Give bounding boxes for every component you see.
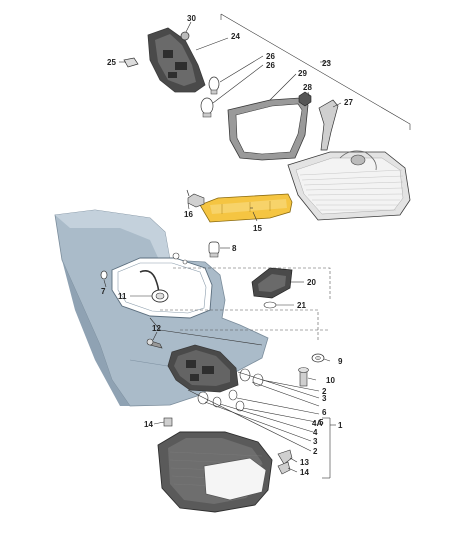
callout-3-a: 3 xyxy=(322,394,327,403)
nut-and-bracket xyxy=(298,91,339,151)
callout-14-a: 14 xyxy=(144,420,153,429)
lamp-20 xyxy=(251,267,293,309)
leader-lines xyxy=(103,21,342,473)
screw-12 xyxy=(146,338,163,349)
highlighted-lamp-part xyxy=(186,189,293,223)
callout-9: 9 xyxy=(338,357,343,366)
inner-lamp-gasket xyxy=(227,97,309,161)
clips-13-14 xyxy=(163,417,293,475)
group-lines xyxy=(160,13,411,479)
callout-4: 4 xyxy=(313,428,318,437)
callout-14-b: 14 xyxy=(300,468,309,477)
callout-5: 5 xyxy=(319,418,324,427)
callout-26-a: 26 xyxy=(266,52,275,61)
callout-12: 12 xyxy=(152,324,161,333)
callout-29: 29 xyxy=(298,69,307,78)
callout-15: 15 xyxy=(253,224,262,233)
callout-2-b: 2 xyxy=(313,447,318,456)
callout-6: 6 xyxy=(322,408,327,417)
callout-20: 20 xyxy=(307,278,316,287)
callout-1: 1 xyxy=(338,421,343,430)
callout-4A: 4A xyxy=(312,419,322,428)
callout-25: 25 xyxy=(107,58,116,67)
callout-21: 21 xyxy=(297,301,306,310)
callout-26-b: 26 xyxy=(266,61,275,70)
inner-tail-lamp xyxy=(287,150,411,221)
callout-16: 16 xyxy=(184,210,193,219)
callout-labels: 30 24 25 26 26 29 23 28 27 16 15 8 7 11 … xyxy=(101,14,353,477)
callout-24: 24 xyxy=(231,32,240,41)
callout-23: 23 xyxy=(322,59,331,68)
callout-28: 28 xyxy=(303,83,312,92)
callout-7: 7 xyxy=(101,287,106,296)
callout-30: 30 xyxy=(187,14,196,23)
lower-bulb-holder xyxy=(167,344,264,412)
bulb-8 xyxy=(208,241,220,258)
callout-8: 8 xyxy=(232,244,237,253)
callout-13: 13 xyxy=(300,458,309,467)
upper-bulb-holder xyxy=(123,27,220,118)
callout-10: 10 xyxy=(326,376,335,385)
callout-27: 27 xyxy=(344,98,353,107)
callout-2-a: 2 xyxy=(322,387,327,396)
nut-and-stud xyxy=(298,353,325,387)
callout-3-b: 3 xyxy=(313,437,318,446)
callout-11: 11 xyxy=(118,292,127,301)
outer-tail-lamp xyxy=(157,431,273,513)
